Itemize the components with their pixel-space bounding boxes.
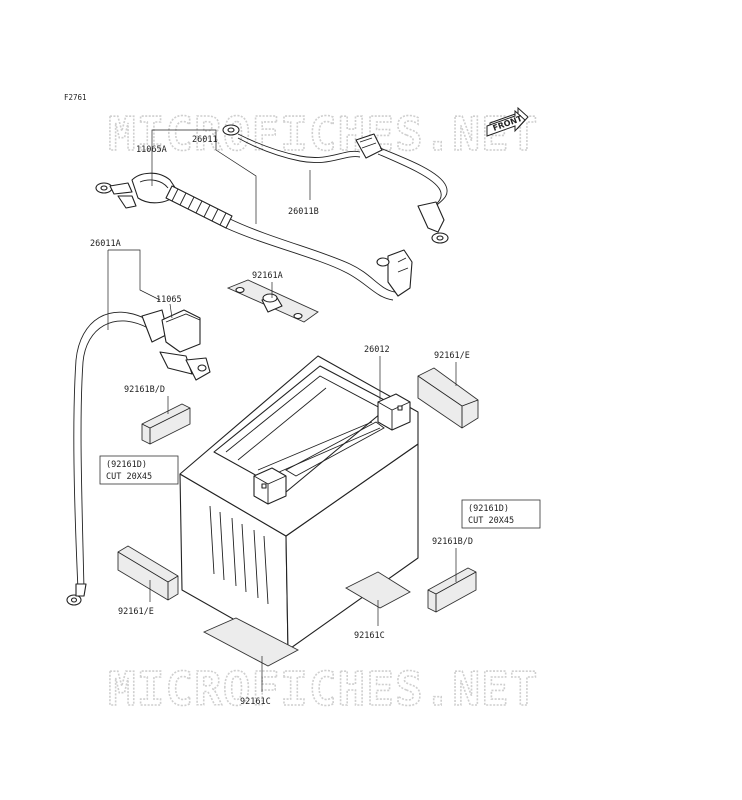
battery-26012 bbox=[179, 355, 419, 651]
figure-code: F2761 bbox=[64, 93, 87, 102]
leader-lines bbox=[107, 129, 457, 692]
pad-92161BD-left bbox=[141, 403, 191, 445]
pad-92161E-top bbox=[417, 367, 479, 429]
battery-cable-26011 bbox=[95, 172, 413, 301]
label-26011A: 26011A bbox=[90, 239, 121, 249]
watermark-top: MICROFICHES.NET bbox=[108, 107, 538, 161]
label-11065: 11065 bbox=[156, 295, 182, 305]
cable-26011B bbox=[222, 124, 449, 244]
watermark-bottom: MICROFICHES.NET bbox=[108, 662, 538, 716]
label-92161C-center: 92161C bbox=[354, 631, 385, 641]
label-26011: 26011 bbox=[192, 135, 218, 145]
note-left-line2: CUT 20X45 bbox=[106, 472, 152, 482]
label-92161A: 92161A bbox=[252, 271, 283, 281]
note-box-left: (92161D) CUT 20X45 bbox=[99, 455, 179, 485]
label-92161C-bottom: 92161C bbox=[240, 697, 271, 707]
label-26011B: 26011B bbox=[288, 207, 319, 217]
label-92161BD-left: 92161B/D bbox=[124, 385, 165, 395]
note-box-right: (92161D) CUT 20X45 bbox=[461, 499, 541, 529]
note-left-line1: (92161D) bbox=[106, 460, 147, 470]
note-right-line1: (92161D) bbox=[468, 504, 509, 514]
label-26012: 26012 bbox=[364, 345, 390, 355]
label-92161BD-right: 92161B/D bbox=[432, 537, 473, 547]
pad-92161E-bottom bbox=[117, 545, 179, 601]
bracket-92161A bbox=[226, 279, 319, 323]
note-right-line2: CUT 20X45 bbox=[468, 516, 514, 526]
cable-26011A bbox=[66, 309, 211, 606]
pad-92161C-bottom bbox=[202, 617, 299, 667]
pad-92161C-center bbox=[345, 571, 411, 609]
label-92161E-top: 92161/E bbox=[434, 351, 470, 361]
label-11065A: 11065A bbox=[136, 145, 167, 155]
label-92161E-bottom: 92161/E bbox=[118, 607, 154, 617]
pad-92161BD-right bbox=[427, 567, 477, 613]
